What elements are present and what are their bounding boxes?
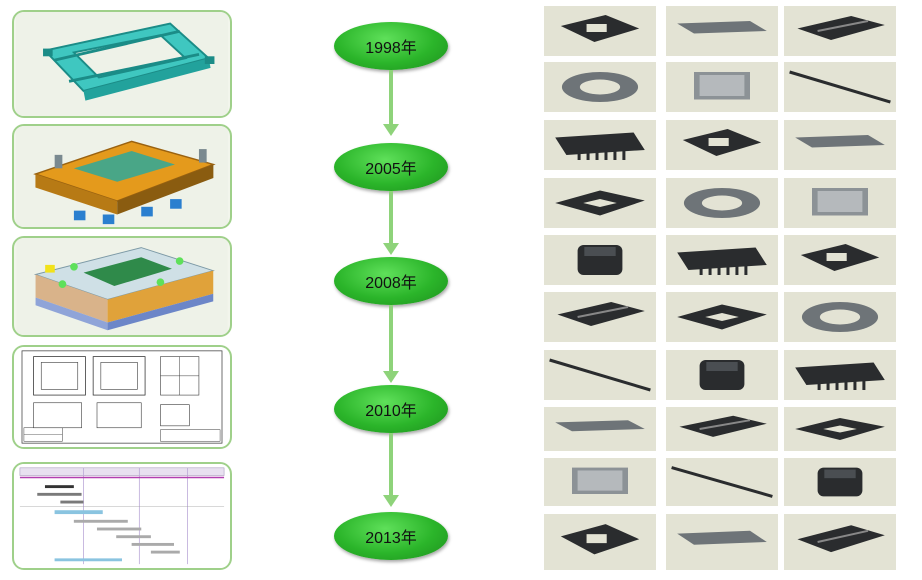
part-thumbnail bbox=[544, 292, 656, 342]
spring-lever-part bbox=[679, 415, 767, 437]
cylinder-cap-part bbox=[549, 358, 651, 392]
part-thumbnail bbox=[784, 178, 896, 228]
timeline-year-label: 2008年 bbox=[365, 275, 417, 292]
colored-mold-base-render bbox=[16, 238, 228, 335]
ring-plate-part bbox=[694, 72, 750, 100]
part-thumbnail bbox=[544, 514, 656, 570]
hook-arm-part bbox=[795, 418, 885, 440]
timeline-connector bbox=[389, 433, 393, 495]
parts-gallery bbox=[544, 6, 900, 572]
mold-engineering-drawing bbox=[16, 347, 228, 447]
timeline-node-2010: 2010年 bbox=[334, 385, 448, 433]
rect-frame-part bbox=[677, 304, 767, 330]
timeline-node-1998: 1998年 bbox=[334, 22, 448, 70]
timeline-node-2013: 2013年 bbox=[334, 512, 448, 560]
bracket-part bbox=[560, 15, 640, 42]
curved-bracket-part bbox=[795, 362, 885, 390]
part-thumbnail bbox=[544, 178, 656, 228]
part-thumbnail bbox=[784, 120, 896, 170]
part-thumbnail bbox=[784, 62, 896, 112]
split-ring-part bbox=[555, 190, 645, 216]
timeline-node-2005: 2005年 bbox=[334, 143, 448, 191]
part-thumbnail bbox=[784, 458, 896, 506]
dome-cover-part bbox=[560, 524, 640, 555]
part-thumbnail bbox=[544, 120, 656, 170]
perforated-bar-part bbox=[817, 467, 863, 497]
timeline-year-label: 2013年 bbox=[365, 530, 417, 547]
comb-connector-part bbox=[795, 135, 885, 148]
part-thumbnail bbox=[666, 350, 778, 400]
part-thumbnail bbox=[666, 62, 778, 112]
part-thumbnail bbox=[666, 235, 778, 285]
stage-image-2 bbox=[12, 124, 232, 229]
frame-part bbox=[561, 72, 639, 102]
part-thumbnail bbox=[544, 458, 656, 506]
timeline-year-label: 1998年 bbox=[365, 40, 417, 57]
arrow-down-icon bbox=[383, 495, 399, 507]
lattice-tray-part bbox=[572, 467, 628, 494]
cover-plate-part bbox=[789, 70, 891, 104]
disc-bracket-part bbox=[683, 188, 761, 218]
grille-plate-part bbox=[677, 247, 767, 275]
part-thumbnail bbox=[544, 350, 656, 400]
mounting-plate-part bbox=[801, 302, 879, 332]
part-thumbnail bbox=[784, 407, 896, 451]
part-thumbnail bbox=[666, 407, 778, 451]
timeline-year-label: 2005年 bbox=[365, 161, 417, 178]
part-thumbnail bbox=[666, 120, 778, 170]
vented-panel-part bbox=[577, 245, 623, 275]
arrow-down-icon bbox=[383, 124, 399, 136]
orange-mold-assembly-render bbox=[16, 126, 228, 227]
stage-image-3 bbox=[12, 236, 232, 337]
stage-image-4 bbox=[12, 345, 232, 449]
timeline-connector bbox=[389, 191, 393, 243]
gear-drum-part bbox=[677, 530, 767, 545]
part-thumbnail bbox=[544, 62, 656, 112]
arrow-down-icon bbox=[383, 371, 399, 383]
cage-ring-part bbox=[797, 525, 885, 553]
box-housing-part bbox=[671, 466, 773, 498]
timeline-year-label: 2010年 bbox=[365, 403, 417, 420]
part-thumbnail bbox=[784, 350, 896, 400]
ribbed-frame-part bbox=[800, 244, 880, 271]
project-schedule-gantt-chart bbox=[16, 464, 228, 568]
part-thumbnail bbox=[784, 514, 896, 570]
thick-ring-part bbox=[699, 360, 745, 390]
timeline-connector bbox=[389, 305, 393, 371]
part-thumbnail bbox=[544, 235, 656, 285]
part-thumbnail bbox=[666, 292, 778, 342]
part-thumbnail bbox=[784, 235, 896, 285]
rect-bezel-part bbox=[557, 302, 645, 326]
part-thumbnail bbox=[666, 178, 778, 228]
stage-image-1 bbox=[12, 10, 232, 118]
timeline-node-2008: 2008年 bbox=[334, 257, 448, 305]
part-thumbnail bbox=[666, 458, 778, 506]
cyan-mold-frame-render bbox=[16, 12, 228, 116]
rail-part bbox=[677, 21, 767, 34]
part-thumbnail bbox=[544, 407, 656, 451]
cup-housing-part bbox=[682, 129, 762, 156]
part-thumbnail bbox=[666, 514, 778, 570]
part-thumbnail bbox=[784, 6, 896, 56]
timeline-connector bbox=[389, 70, 393, 124]
slotted-cover-part bbox=[812, 188, 868, 216]
part-thumbnail bbox=[544, 6, 656, 56]
part-thumbnail bbox=[666, 6, 778, 56]
stage-image-5 bbox=[12, 462, 232, 570]
clip-frame-part bbox=[555, 420, 645, 432]
arrow-down-icon bbox=[383, 243, 399, 255]
connector-housing-part bbox=[797, 16, 885, 40]
part-thumbnail bbox=[784, 292, 896, 342]
rod-part bbox=[555, 132, 645, 160]
